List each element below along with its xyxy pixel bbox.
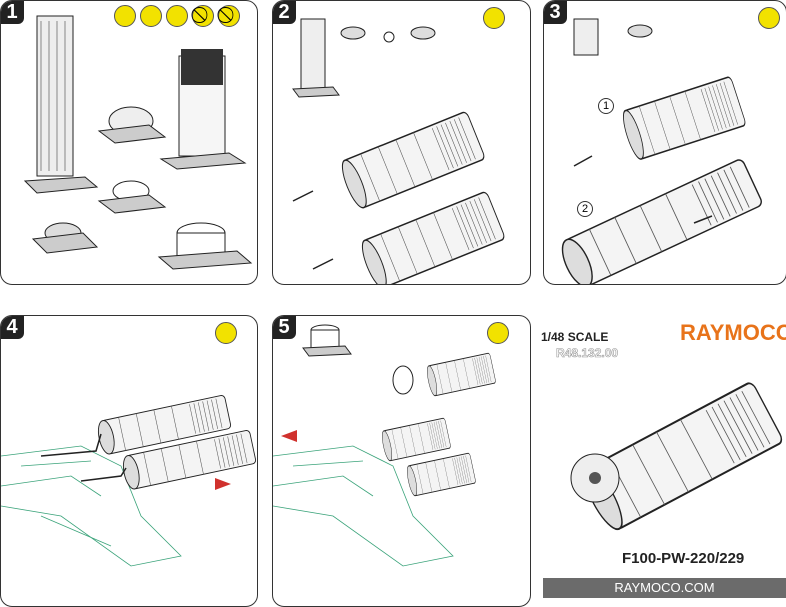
glue-symbol-icon — [483, 7, 505, 29]
no-paint-symbol-icon: ⃠ — [218, 5, 240, 27]
step-4-panel: 4 — [0, 315, 258, 607]
step-number: 4 — [1, 316, 24, 339]
sand-symbol-icon — [166, 5, 188, 27]
glue-symbol-icon — [215, 322, 237, 344]
assembly-illustration — [292, 18, 507, 284]
catalog-number: R48.132.00 — [556, 346, 619, 361]
assembly-illustration — [555, 18, 764, 284]
knife-symbol-icon — [140, 5, 162, 27]
glue-symbol-icon — [758, 7, 780, 29]
scale-label: 1/48 SCALE — [541, 330, 609, 344]
glue-symbol-icon — [487, 322, 509, 344]
website-link[interactable]: RAYMOCO.COM — [614, 580, 715, 595]
sub-step-1: 1 — [598, 98, 614, 114]
attention-marker-icon — [215, 478, 231, 490]
step-1-panel: 1 ⃠ ⃠ — [0, 0, 258, 285]
sub-step-2: 2 — [577, 201, 593, 217]
installation-illustration — [273, 324, 497, 567]
step-number: 3 — [544, 1, 567, 24]
brand-logo: RAYMOCO — [680, 320, 786, 345]
footer-bar: RAYMOCO.COM — [543, 578, 786, 598]
resin-parts-illustration — [23, 15, 253, 270]
step-5-panel: 5 — [272, 315, 531, 607]
step-2-panel: 2 — [272, 0, 531, 285]
step-number: 2 — [273, 1, 296, 24]
step-number: 5 — [273, 316, 296, 339]
attention-marker-icon — [281, 430, 297, 442]
step-3-panel: 3 1 2 — [543, 0, 786, 285]
step-number: 1 — [1, 1, 24, 24]
cut-symbol-icon — [114, 5, 136, 27]
installation-illustration — [1, 394, 257, 567]
no-glue-symbol-icon: ⃠ — [192, 5, 214, 27]
product-name: F100-PW-220/229 — [622, 550, 745, 567]
